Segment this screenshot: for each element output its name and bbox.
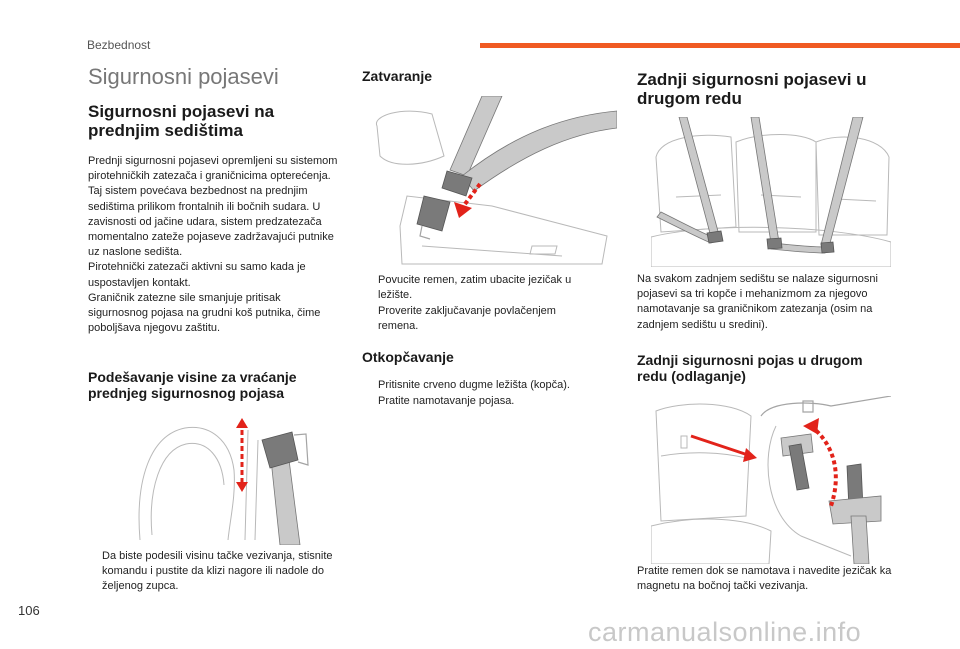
bullet-item: Pritisnite crveno dugme ležišta (kopča).: [378, 379, 570, 391]
height-adjust-heading: Podešavanje visine za vraćanje prednjeg …: [88, 369, 297, 401]
rear-storage-heading: Zadnji sigurnosni pojas u drugom redu (o…: [637, 352, 863, 384]
height-adjust-illustration: [130, 410, 330, 545]
section-label: Bezbednost: [87, 38, 151, 52]
bullet-item: Povucite remen, zatim ubacite jezičak u …: [378, 274, 572, 301]
height-adjust-bullets: Da biste podesili visinu tačke vezivanja…: [88, 549, 338, 595]
watermark: carmanualsonline.info: [588, 617, 862, 647]
bullet-item: Pratite namotavanje pojasa.: [378, 395, 515, 407]
page-title: Sigurnosni pojasevi: [88, 64, 279, 89]
header-accent-rule: [480, 43, 960, 48]
front-belts-text: Prednji sigurnosni pojasevi opremljeni s…: [88, 155, 338, 335]
rear-belts-text: Na svakom zadnjem sedištu se nalaze sigu…: [637, 273, 878, 331]
rear-belts-illustration: [651, 117, 891, 267]
bullet-item: Da biste podesili visinu tačke vezivanja…: [102, 550, 333, 592]
unfastening-heading: Otkopčavanje: [362, 349, 454, 365]
unfastening-bullets: Pritisnite crveno dugme ležišta (kopča).…: [364, 378, 604, 410]
page-number: 106: [18, 603, 40, 618]
fastening-bullets: Povucite remen, zatim ubacite jezičak u …: [364, 273, 594, 335]
fastening-illustration: [362, 96, 617, 266]
bullet-item: Proverite zaključavanje povlačenjem reme…: [378, 305, 556, 332]
rear-storage-illustration: [651, 396, 891, 564]
rear-storage-text: Pratite remen dok se namotava i navedite…: [637, 565, 892, 593]
rear-belts-heading: Zadnji sigurnosni pojasevi u drugom redu: [637, 70, 867, 108]
front-belts-heading: Sigurnosni pojasevi na prednjim sedištim…: [88, 102, 275, 140]
fastening-heading: Zatvaranje: [362, 68, 433, 84]
